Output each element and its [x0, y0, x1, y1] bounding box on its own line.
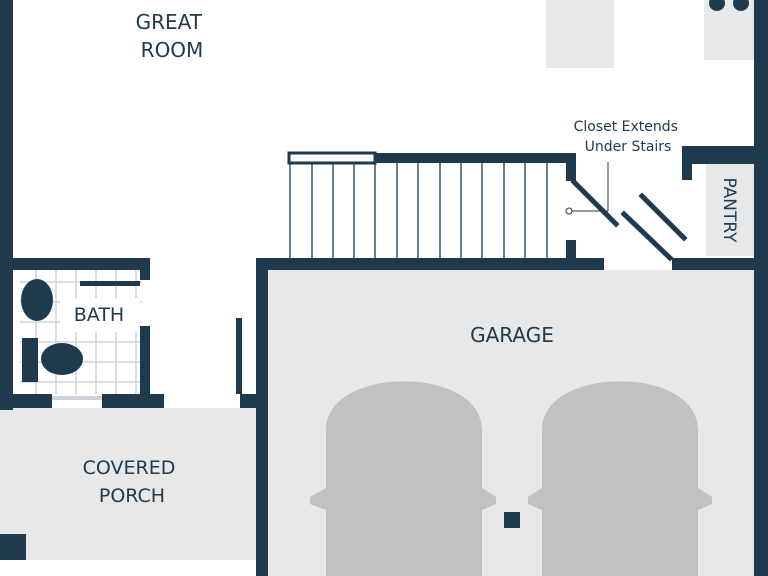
closet-note-line-2: Under Stairs [585, 139, 672, 155]
wall-bath-right-upper [140, 258, 150, 280]
appliance-block-right [704, 0, 754, 60]
covered-porch-label: COVERED PORCH [83, 457, 182, 507]
bath-sink-icon [21, 279, 53, 321]
cooktop-burner-left [709, 0, 725, 11]
wall-pantry-left [682, 146, 692, 180]
car-left-icon [310, 381, 496, 576]
wall-bath-bottom-right [102, 394, 164, 408]
pantry-floor [706, 164, 754, 256]
closet-note-line-1: Closet Extends [574, 119, 678, 135]
covered-porch-label-line-2: PORCH [99, 485, 165, 507]
closet-note-leader [565, 162, 609, 215]
covered-porch-floor [0, 408, 256, 560]
garage-label: GARAGE [470, 323, 554, 347]
wall-right [754, 0, 768, 576]
cooktop-burner-right [733, 0, 749, 11]
great-room-label-line-2: ROOM [141, 38, 204, 62]
bath-label: BATH [74, 304, 124, 326]
wall-garage-top-right [672, 258, 768, 270]
toilet-bowl-icon [41, 343, 83, 375]
great-room-label: GREAT ROOM [136, 10, 209, 62]
wall-garage-top-left [256, 258, 604, 270]
wall-hall-stub [236, 318, 242, 394]
pantry-label: PANTRY [719, 177, 739, 243]
wall-porch-corner [0, 534, 26, 560]
bath-label-backdrop [60, 298, 140, 332]
wall-left-upper [0, 0, 13, 410]
wall-bath-bottom-left [0, 394, 52, 408]
wall-bath-top [0, 258, 150, 270]
stair-treads [289, 163, 548, 258]
wall-garage-left-jog [240, 394, 268, 408]
wall-closet-post-top [566, 153, 576, 181]
closet-shelving [570, 178, 688, 262]
wall-pantry-top [682, 146, 768, 164]
wall-stair-top [376, 153, 574, 163]
car-right-icon [528, 381, 712, 576]
wall-bath-right-lower [140, 326, 150, 398]
bath-vanity-counter-icon [80, 281, 140, 286]
wall-closet-post-bottom [566, 240, 576, 270]
great-room-label-line-1: GREAT [136, 10, 203, 34]
stair-landing-rail [287, 151, 377, 165]
wall-garage-left [256, 258, 268, 576]
garage-drain [504, 512, 520, 528]
appliance-block-left [546, 0, 614, 68]
bath-door-threshold [52, 396, 102, 400]
closet-note-label: Closet Extends Under Stairs [574, 119, 683, 155]
toilet-tank-icon [22, 338, 38, 382]
covered-porch-label-line-1: COVERED [83, 457, 176, 479]
